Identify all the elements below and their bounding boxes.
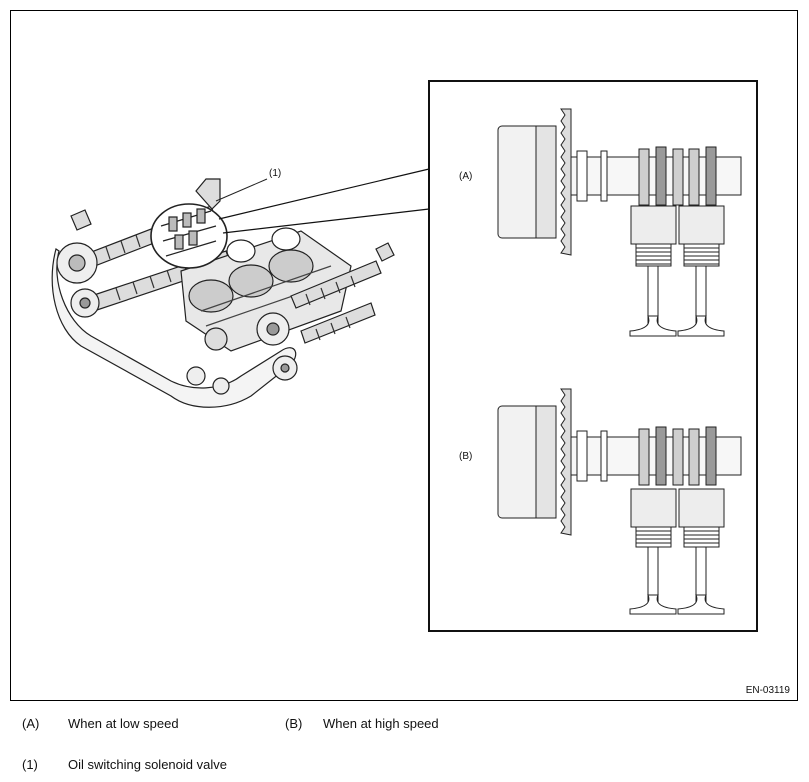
- label-a: (A): [459, 171, 472, 182]
- legend-text-1: Oil switching solenoid valve: [68, 757, 227, 772]
- sprocket-a: [560, 108, 572, 256]
- sprocket-b: [560, 388, 572, 536]
- zoom-line-bottom: [222, 208, 430, 234]
- figure-id: EN-03119: [746, 685, 791, 696]
- legend-key-1: (1): [22, 757, 38, 772]
- callout-1-leader: [215, 178, 268, 202]
- legend-text-b: When at high speed: [323, 716, 439, 731]
- label-b: (B): [459, 451, 472, 462]
- valves-a: [629, 265, 725, 337]
- oil-switching-solenoid-valve: [70, 178, 395, 262]
- camshaft-upper-right: [290, 260, 382, 309]
- valve-springs-a: [635, 243, 720, 267]
- legend-key-b: (B): [285, 716, 303, 731]
- legend-item-1: (1) Oil switching solenoid valve: [22, 757, 227, 772]
- zoom-line-top: [218, 168, 430, 220]
- crank-sprocket: [204, 327, 228, 351]
- valves-b: [629, 546, 725, 615]
- valve-mechanism-a: [497, 108, 742, 337]
- idler-pulley: [186, 366, 206, 386]
- legend-key-a: (A): [22, 716, 40, 731]
- camshaft-lower-right: [300, 302, 376, 344]
- detail-circle-rockers: [160, 208, 217, 257]
- valve-mechanism-b: [497, 388, 742, 615]
- engine-illustration: [51, 178, 395, 408]
- callout-1-label: (1): [269, 168, 281, 179]
- diagram-canvas: (1): [51, 80, 791, 696]
- legend-item-b: (B) When at high speed: [285, 716, 439, 731]
- legend-text-a: When at low speed: [68, 716, 179, 731]
- valve-springs-b: [635, 526, 720, 548]
- figure-frame: (1): [10, 10, 798, 701]
- timing-belt: [51, 248, 297, 408]
- legend-item-a: (A) When at low speed: [22, 716, 179, 731]
- crankshaft-block: [180, 227, 352, 352]
